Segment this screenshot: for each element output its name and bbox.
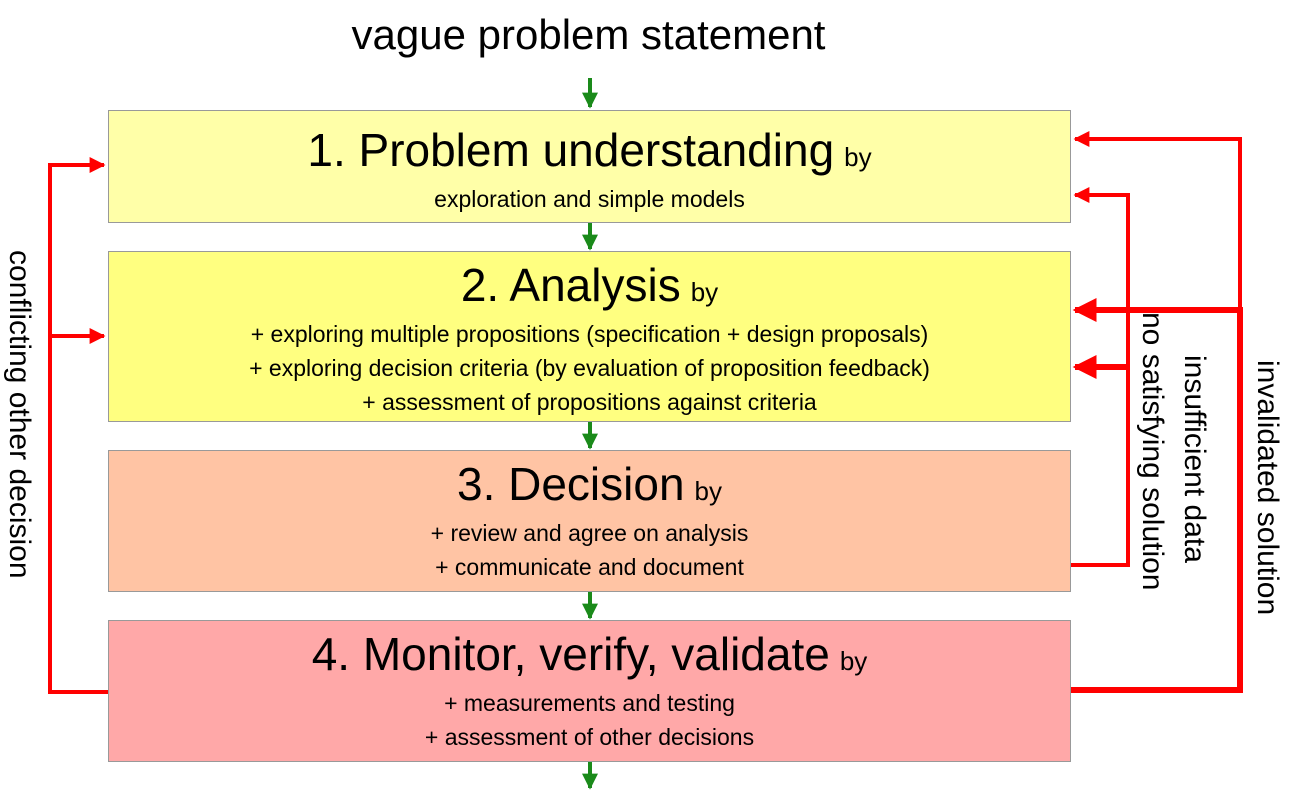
- step-title: 3. Decision: [456, 458, 685, 510]
- conflicting-other-decision-label: conflicting other decision: [3, 250, 36, 579]
- no-satisfying-solution-label: no satisfying solution: [1136, 312, 1169, 591]
- feedback-conflicting: [48, 157, 108, 694]
- feedback-invalidated-top: [1073, 131, 1242, 310]
- step-heading: 1. Problem understanding by: [109, 125, 1070, 182]
- step-title: 1. Problem understanding: [307, 124, 835, 176]
- step-heading: 3. Decision by: [109, 459, 1070, 516]
- step-line: + communicate and document: [435, 554, 744, 580]
- step-line: + review and agree on analysis: [430, 520, 749, 546]
- step-line: + exploring decision criteria (by evalua…: [249, 355, 930, 381]
- step-title: 4. Monitor, verify, validate: [311, 628, 830, 680]
- step-line: + assessment of other decisions: [424, 724, 755, 750]
- feedback-invalidated: [1071, 298, 1243, 693]
- problem-statement-title: vague problem statement: [351, 11, 826, 58]
- step-problem-understanding: 1. Problem understanding by exploration a…: [108, 110, 1071, 223]
- step-analysis: 2. Analysis by + exploring multiple propo…: [108, 251, 1071, 422]
- step-heading: 4. Monitor, verify, validate by: [109, 629, 1070, 686]
- step-monitor-verify-validate: 4. Monitor, verify, validate by + measure…: [108, 620, 1071, 762]
- step-line: + exploring multiple propositions (speci…: [250, 321, 929, 347]
- insufficient-data-label: insufficient data: [1178, 355, 1211, 563]
- step-title: 2. Analysis: [460, 259, 681, 311]
- invalidated-solution-label: invalidated solution: [1251, 360, 1284, 616]
- step-by: by: [694, 476, 723, 506]
- step-by: by: [839, 646, 868, 676]
- step-heading: 2. Analysis by: [109, 260, 1070, 317]
- feedback-decision: [1071, 187, 1130, 567]
- step-line: + assessment of propositions against cri…: [362, 389, 817, 415]
- step-decision: 3. Decision by + review and agree on anal…: [108, 450, 1071, 592]
- step-line: exploration and simple models: [434, 186, 745, 212]
- step-by: by: [690, 277, 719, 307]
- step-by: by: [844, 142, 872, 172]
- step-line: + measurements and testing: [444, 690, 735, 716]
